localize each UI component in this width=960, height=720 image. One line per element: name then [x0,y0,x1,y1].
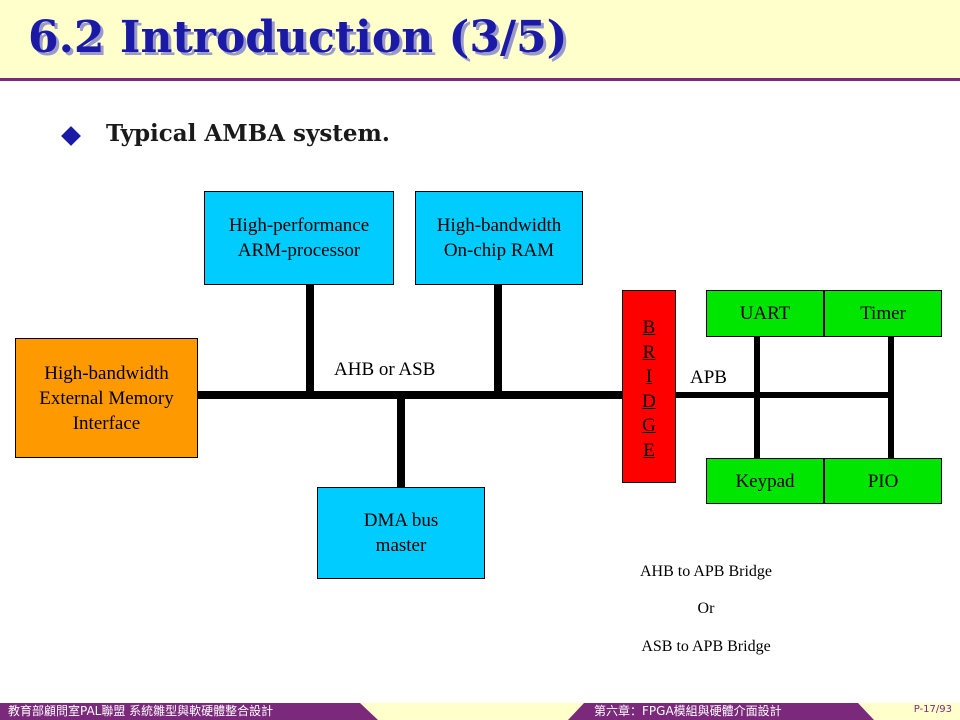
timer-block: Timer [824,290,942,337]
diamond-bullet-icon [61,126,81,146]
ahb-bus-label: AHB or ASB [334,359,436,380]
title-divider [0,78,960,81]
external-memory-label: High-bandwidth External Memory Interface [39,362,174,434]
bridge-letter: I [645,366,653,387]
bridge-block [622,290,676,483]
uart-keypad-connector [754,337,760,459]
ram-bus-connector [494,284,502,395]
bridge-note-line3: ASB to APB Bridge [641,638,771,655]
dma-bus-master-block: DMA bus master [317,487,485,579]
footer-chapter-title: 第六章：FPGA模組與硬體介面設計 [594,704,782,718]
pio-block: PIO [824,458,942,504]
dma-bus-master-label: DMA bus master [363,510,439,556]
timer-label: Timer [860,303,906,324]
keypad-label: Keypad [735,470,795,492]
apb-bus-line [676,392,892,398]
arm-processor-block: High-performance ARM-processor [204,191,394,285]
footer-course-title: 教育部顧問室PAL聯盟 系統雛型與軟硬體整合設計 [8,704,274,718]
footer-left-tab [0,703,378,720]
bridge-letter: G [642,415,656,436]
dma-bus-connector [397,395,405,488]
onchip-ram-label: High-bandwidth On-chip RAM [436,215,562,261]
uart-block: UART [706,290,824,337]
bridge-letter: D [642,390,656,412]
pio-label: PIO [867,470,899,492]
bridge-label: B R I D G E [622,316,676,463]
bridge-letter: R [642,341,656,363]
apb-bus-label: APB [690,367,727,388]
onchip-ram-block: High-bandwidth On-chip RAM [415,191,583,285]
arm-processor-label: High-performance ARM-processor [228,215,370,261]
arm-bus-connector [306,284,314,395]
title-band [0,0,960,78]
timer-pio-connector [888,337,894,459]
slide-title: 6.2 Introduction (3/5) [28,12,568,63]
footer-middle-tab [568,703,874,720]
uart-label: UART [739,303,791,324]
bridge-note-line2: Or [697,600,715,617]
ahb-bus-line [198,391,622,399]
bridge-note-line1: AHB to APB Bridge [639,563,772,580]
page-number: P-17/93 [913,704,952,715]
bullet-text: Typical AMBA system. [106,120,390,147]
bridge-letter: E [643,439,655,461]
external-memory-block: High-bandwidth External Memory Interface [15,338,198,458]
keypad-block: Keypad [706,458,824,504]
bridge-letter: B [642,317,656,338]
